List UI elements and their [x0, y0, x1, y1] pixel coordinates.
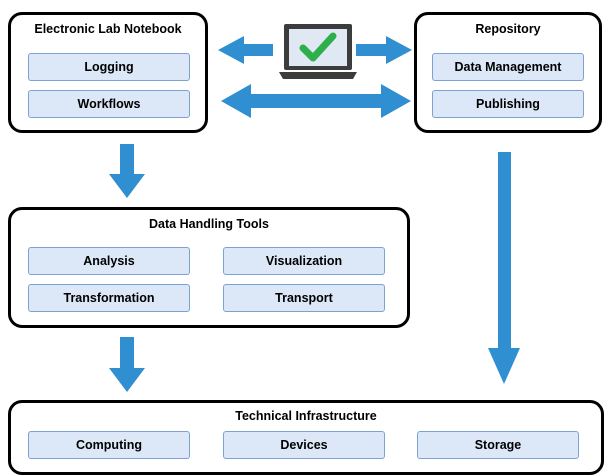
arrow-laptop-to-eln [218, 36, 273, 64]
data-handling-item-transport[interactable]: Transport [223, 284, 385, 312]
arrow-eln-to-data-handling [109, 144, 145, 198]
eln-item-logging[interactable]: Logging [28, 53, 190, 81]
eln-item-workflows[interactable]: Workflows [28, 90, 190, 118]
infrastructure-item-computing[interactable]: Computing [28, 431, 190, 459]
laptop-check-icon [279, 24, 357, 79]
infrastructure-panel: Technical Infrastructure Computing Devic… [8, 400, 604, 475]
arrow-repository-to-infrastructure [488, 152, 520, 384]
repository-panel: Repository Data Management Publishing [414, 12, 602, 133]
eln-title: Electronic Lab Notebook [34, 22, 182, 36]
repository-item-publishing[interactable]: Publishing [432, 90, 584, 118]
repository-title: Repository [475, 22, 541, 36]
arrow-laptop-to-repository [356, 36, 412, 64]
infrastructure-item-storage[interactable]: Storage [417, 431, 579, 459]
repository-item-data-management[interactable]: Data Management [432, 53, 584, 81]
eln-panel: Electronic Lab Notebook Logging Workflow… [8, 12, 208, 133]
infrastructure-item-devices[interactable]: Devices [223, 431, 385, 459]
infrastructure-title: Technical Infrastructure [235, 409, 377, 423]
data-handling-panel: Data Handling Tools Analysis Visualizati… [8, 207, 410, 328]
data-handling-item-visualization[interactable]: Visualization [223, 247, 385, 275]
data-handling-item-transformation[interactable]: Transformation [28, 284, 190, 312]
data-handling-title: Data Handling Tools [149, 217, 269, 231]
arrow-eln-repository-bidirectional [221, 84, 411, 118]
data-handling-item-analysis[interactable]: Analysis [28, 247, 190, 275]
arrow-data-handling-to-infrastructure [109, 337, 145, 392]
